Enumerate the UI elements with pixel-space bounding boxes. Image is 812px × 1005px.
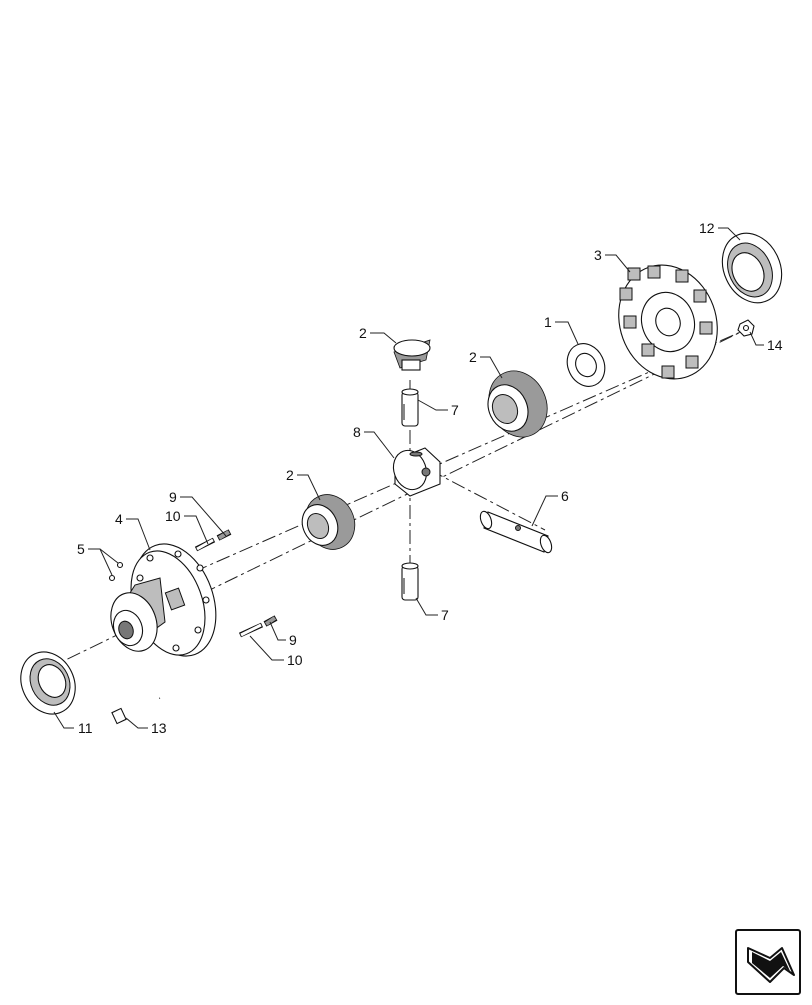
- pin-lower[interactable]: [238, 615, 278, 638]
- callout-7-lower: 7: [441, 607, 449, 623]
- callout-4: 4: [115, 511, 123, 527]
- pin-vertical-lower[interactable]: [401, 562, 419, 601]
- upper-axis-line: [147, 329, 746, 593]
- cross-shaft-axis-line: [429, 469, 546, 531]
- callout-labels: 1 2 2 2 3 4 5 6 7 7 8 9 9 10 10 11 12 13…: [77, 220, 783, 736]
- callout-7-upper: 7: [451, 402, 459, 418]
- differential-housing[interactable]: [103, 533, 230, 668]
- callout-2-right: 2: [469, 349, 477, 365]
- callout-6: 6: [561, 488, 569, 504]
- callout-1: 1: [544, 314, 552, 330]
- callout-12: 12: [699, 220, 715, 236]
- callout-10-lower: 10: [287, 652, 303, 668]
- callout-2-top: 2: [359, 325, 367, 341]
- callout-5: 5: [77, 541, 85, 557]
- pin-vertical-upper[interactable]: [401, 388, 419, 427]
- callout-9-upper: 9: [169, 489, 177, 505]
- cross-block[interactable]: [388, 446, 441, 497]
- callout-14: 14: [767, 337, 783, 353]
- callout-8: 8: [353, 424, 361, 440]
- cross-shaft[interactable]: [478, 510, 554, 554]
- callout-9-lower: 9: [289, 632, 297, 648]
- pinion-gear-top[interactable]: [393, 339, 431, 371]
- thrust-washer[interactable]: [560, 337, 611, 392]
- pin-upper[interactable]: [194, 529, 232, 552]
- bearing-right[interactable]: [711, 224, 792, 313]
- callout-leaders: [53, 227, 764, 729]
- callout-11: 11: [78, 720, 93, 736]
- callout-3: 3: [594, 247, 602, 263]
- callout-13: 13: [151, 720, 167, 736]
- callout-2-left: 2: [286, 467, 294, 483]
- nut[interactable]: [737, 319, 755, 337]
- next-page-arrow-icon[interactable]: [735, 929, 801, 995]
- bearing-left[interactable]: [11, 643, 85, 723]
- ball-pair[interactable]: [108, 561, 124, 582]
- differential-cover[interactable]: [603, 251, 733, 393]
- side-gear-right[interactable]: [478, 361, 557, 446]
- side-gear-left[interactable]: [296, 486, 364, 557]
- callout-10-upper: 10: [165, 508, 181, 524]
- bolt[interactable]: [111, 696, 161, 725]
